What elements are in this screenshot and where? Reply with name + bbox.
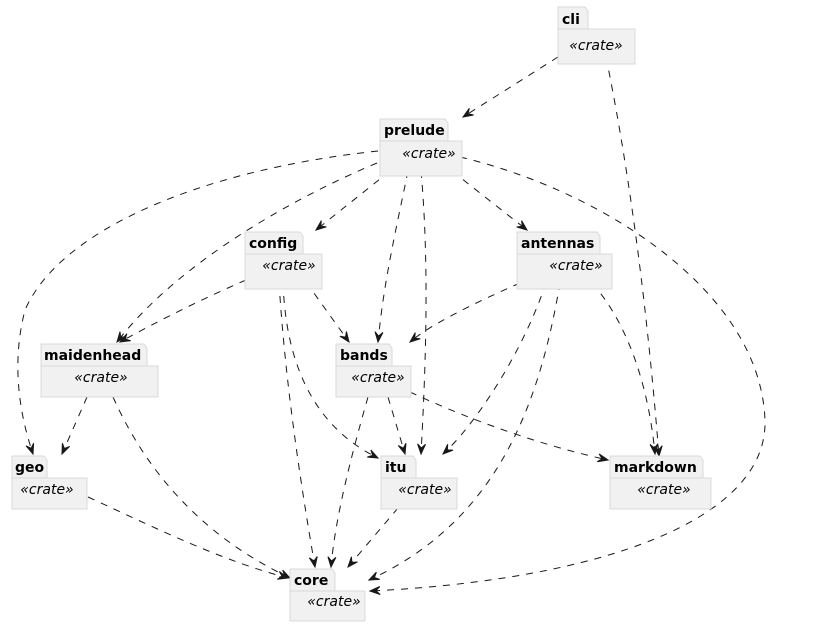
- arrowhead-prelude-to-config: [314, 220, 327, 231]
- package-maidenhead-name: maidenhead: [44, 348, 141, 364]
- edge-prelude-to-geo: [17, 150, 379, 455]
- package-cli-stereotype: «crate»: [569, 38, 622, 54]
- package-cli[interactable]: cli «crate»: [557, 6, 636, 65]
- package-itu-name: itu: [385, 460, 406, 476]
- arrowhead-antennas-to-markdown: [649, 443, 659, 456]
- arrowhead-antennas-to-core: [367, 571, 380, 581]
- arrowhead-maidenhead-to-geo: [61, 443, 71, 456]
- edge-config-to-maidenhead: [119, 279, 247, 343]
- package-geo[interactable]: geo «crate»: [11, 455, 88, 510]
- edge-antennas-to-core: [368, 282, 561, 581]
- edge-maidenhead-to-core: [112, 396, 291, 579]
- package-bands-name: bands: [340, 348, 388, 364]
- edge-prelude-to-antennas: [451, 170, 528, 231]
- package-geo-stereotype: «crate»: [20, 482, 73, 498]
- arrowhead-prelude-to-bands: [374, 331, 384, 344]
- package-itu-stereotype: «crate»: [398, 482, 451, 498]
- arrowhead-config-to-maidenhead: [118, 333, 131, 343]
- edge-antennas-to-itu: [442, 282, 547, 455]
- arrowhead-config-to-bands: [339, 331, 350, 344]
- edge-cli-to-prelude: [462, 56, 559, 118]
- arrowhead-geo-to-core: [277, 571, 290, 580]
- edge-cli-to-markdown: [605, 56, 660, 457]
- arrowhead-cli-to-prelude: [461, 107, 474, 118]
- package-markdown[interactable]: markdown «crate»: [609, 455, 712, 510]
- package-itu[interactable]: itu «crate»: [380, 455, 458, 510]
- package-config[interactable]: config «crate»: [244, 231, 323, 290]
- package-config-name: config: [249, 236, 297, 252]
- dependency-edges: [17, 56, 766, 595]
- arrowhead-bands-to-itu: [397, 443, 407, 456]
- edge-geo-to-core: [87, 496, 289, 579]
- package-prelude[interactable]: prelude «crate»: [379, 118, 463, 177]
- edge-config-to-core: [278, 281, 316, 568]
- arrowhead-config-to-itu: [367, 449, 380, 459]
- package-bands[interactable]: bands «crate»: [335, 343, 412, 398]
- package-maidenhead[interactable]: maidenhead «crate»: [40, 343, 159, 398]
- edge-bands-to-itu: [387, 396, 406, 455]
- edge-bands-to-core: [330, 396, 369, 568]
- package-markdown-stereotype: «crate»: [637, 482, 690, 498]
- package-prelude-name: prelude: [384, 123, 445, 139]
- package-markdown-name: markdown: [614, 460, 697, 476]
- package-antennas[interactable]: antennas «crate»: [516, 231, 613, 290]
- package-core[interactable]: core «crate»: [289, 568, 366, 622]
- package-cli-name: cli: [562, 12, 580, 28]
- edge-prelude-to-core: [369, 156, 766, 592]
- package-bands-stereotype: «crate»: [351, 370, 404, 386]
- edge-itu-to-core: [347, 507, 399, 568]
- package-geo-name: geo: [15, 460, 45, 476]
- arrowhead-config-to-core: [308, 556, 318, 569]
- package-antennas-name: antennas: [521, 236, 594, 252]
- arrowhead-prelude-to-core: [368, 586, 381, 595]
- arrowhead-bands-to-markdown: [597, 453, 610, 463]
- arrowhead-prelude-to-antennas: [516, 220, 529, 231]
- arrowhead-prelude-to-itu: [417, 443, 426, 456]
- edge-prelude-to-bands: [377, 170, 409, 343]
- arrowhead-antennas-to-itu: [442, 444, 454, 455]
- edge-antennas-to-markdown: [591, 282, 656, 455]
- package-core-stereotype: «crate»: [307, 594, 360, 610]
- edge-antennas-to-bands: [409, 282, 521, 343]
- package-config-stereotype: «crate»: [262, 258, 315, 274]
- arrowhead-itu-to-core: [347, 556, 358, 569]
- arrowhead-antennas-to-bands: [408, 332, 421, 343]
- package-prelude-stereotype: «crate»: [402, 146, 455, 162]
- arrowhead-prelude-to-geo: [25, 443, 35, 456]
- edge-maidenhead-to-geo: [61, 396, 88, 455]
- edge-prelude-to-config: [315, 170, 391, 231]
- package-core-name: core: [294, 573, 328, 589]
- package-antennas-stereotype: «crate»: [549, 258, 602, 274]
- arrowhead-bands-to-core: [327, 556, 337, 569]
- edge-config-to-bands: [305, 281, 350, 343]
- edge-bands-to-markdown: [409, 391, 609, 461]
- package-maidenhead-stereotype: «crate»: [74, 370, 127, 386]
- edge-prelude-to-itu: [420, 170, 427, 455]
